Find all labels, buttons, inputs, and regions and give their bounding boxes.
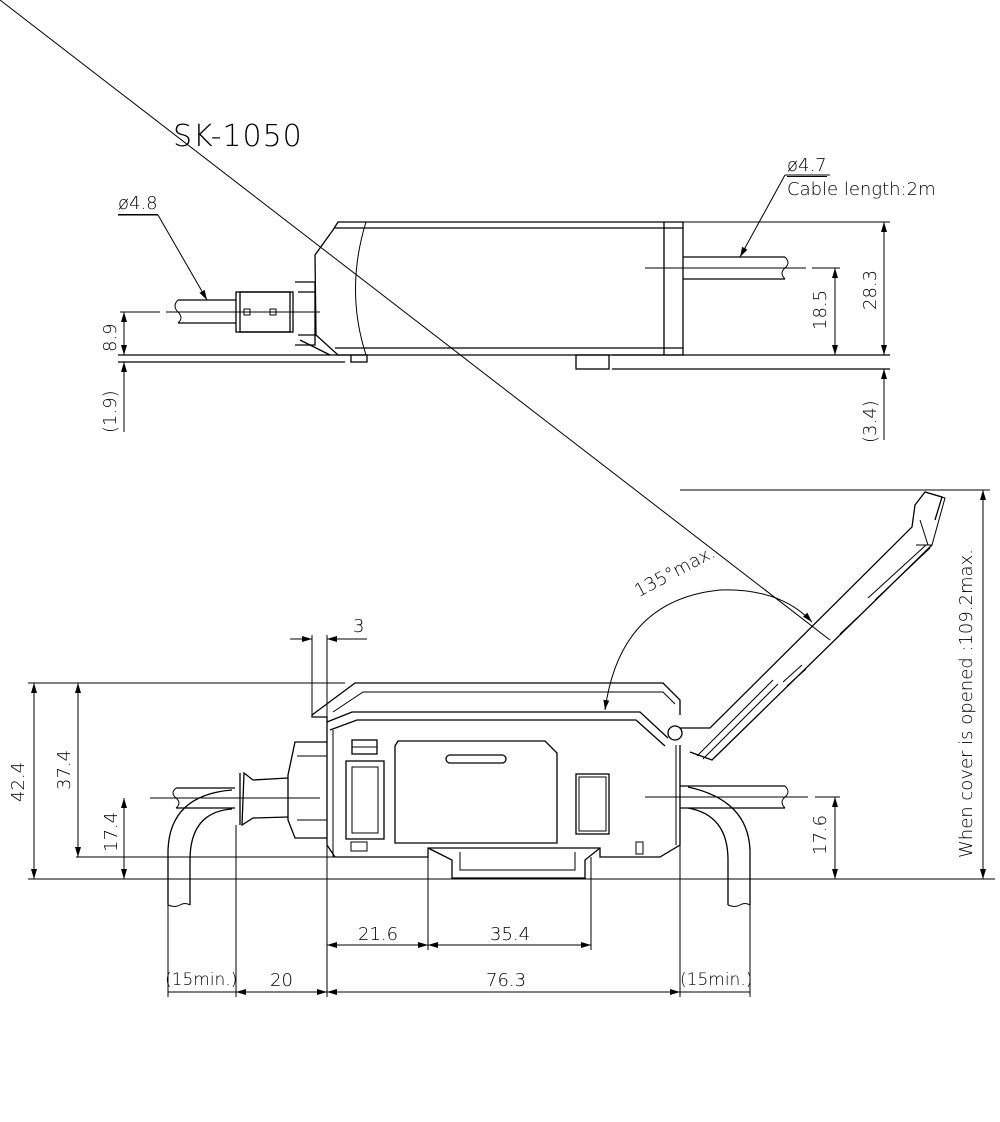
dim-right-foot: (3.4) xyxy=(860,400,881,443)
dim-cover-open-height: When cover is opened :109.2max. xyxy=(956,549,977,858)
side-view xyxy=(118,174,890,440)
dim-right-center: 18.5 xyxy=(810,289,831,330)
drawing-title: SK-1050 xyxy=(173,119,303,154)
cable-length-label: Cable length:2m xyxy=(787,179,936,200)
dim-connector-length: 20 xyxy=(270,970,293,991)
side-right-cable xyxy=(645,256,840,280)
front-left-cable xyxy=(167,787,235,907)
right-cable-diameter-label: ø4.7 xyxy=(787,155,827,177)
dim-body-length: 76.3 xyxy=(486,970,527,991)
dim-rail-width: 35.4 xyxy=(490,924,531,945)
dim-total-height: 42.4 xyxy=(8,761,29,802)
dim-left-bend: (15min.) xyxy=(165,970,238,990)
dim-rail-offset: 21.6 xyxy=(358,924,399,945)
front-right-cable xyxy=(645,785,840,907)
dim-body-height: 37.4 xyxy=(54,749,75,790)
dim-right-bend: (15min.) xyxy=(680,970,753,990)
front-body xyxy=(326,730,681,879)
side-body xyxy=(118,221,890,370)
front-cover-open xyxy=(0,0,946,761)
dim-overhang: 3 xyxy=(353,616,365,637)
left-cable-diameter-label: ø4.8 xyxy=(118,193,158,215)
front-cover xyxy=(311,682,683,747)
dim-right-cable-height: 17.6 xyxy=(810,814,831,855)
dim-right-total: 28.3 xyxy=(860,269,881,310)
dim-left-height: 8.9 xyxy=(100,323,121,352)
dim-left-foot: (1.9) xyxy=(100,390,121,433)
front-left-connector xyxy=(150,741,327,839)
dim-left-cable-height: 17.4 xyxy=(101,811,122,852)
front-view xyxy=(0,0,995,997)
